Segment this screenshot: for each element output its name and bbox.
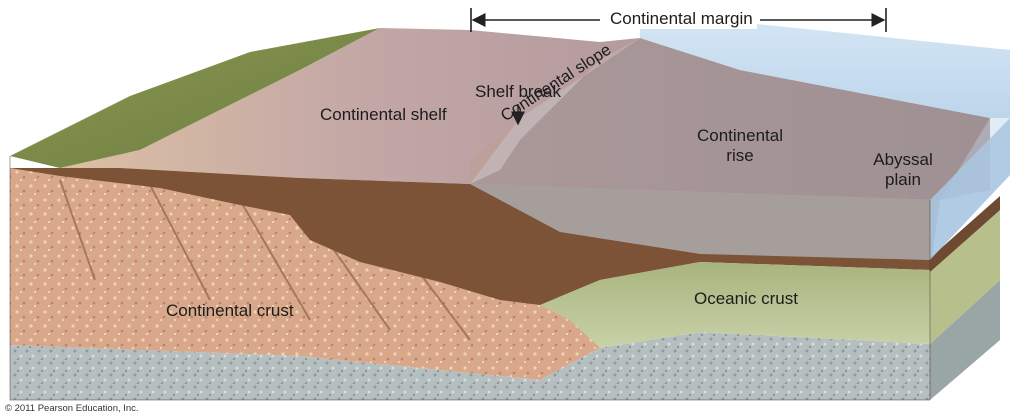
continental-crust-label: Continental crust: [166, 301, 294, 321]
continental-rise-line2: rise: [690, 146, 790, 166]
abyssal-plain-line1: Abyssal: [858, 150, 948, 170]
abyssal-plain-label: Abyssal plain: [858, 150, 948, 190]
copyright-notice: © 2011 Pearson Education, Inc.: [5, 399, 139, 419]
continental-margin-label: Continental margin: [606, 9, 757, 29]
oceanic-crust-label: Oceanic crust: [694, 289, 798, 309]
abyssal-plain-line2: plain: [858, 170, 948, 190]
continental-rise-label: Continental rise: [690, 126, 790, 166]
continental-shelf-label: Continental shelf: [320, 105, 447, 125]
continental-rise-line1: Continental: [690, 126, 790, 146]
